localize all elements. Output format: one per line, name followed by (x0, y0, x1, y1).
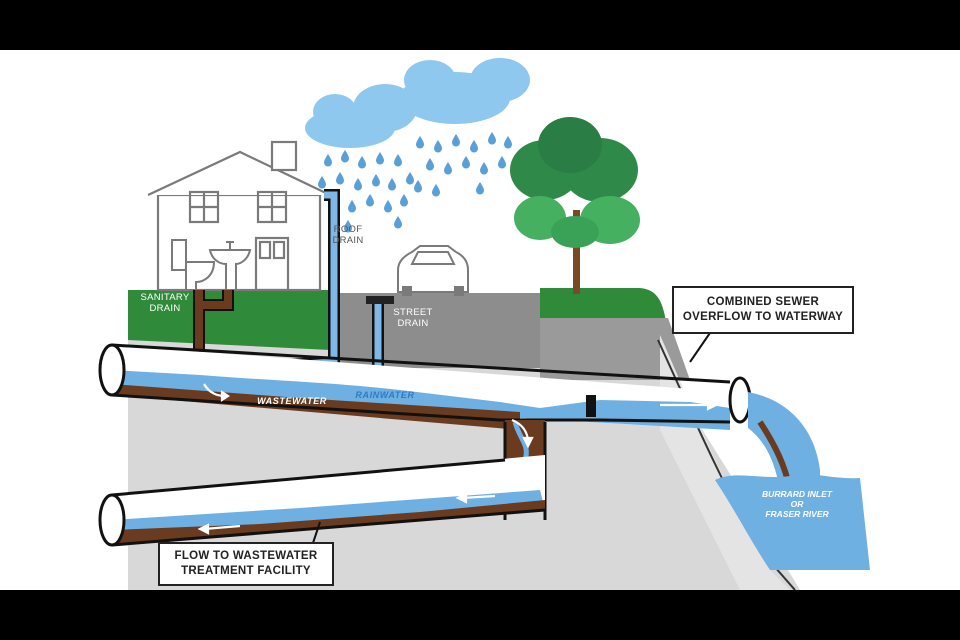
waterway-label-line1: BURRARD INLET (762, 489, 832, 499)
waterway (715, 474, 870, 570)
treatment-callout-line1: FLOW TO WASTEWATER (174, 550, 318, 563)
rainwater-label: RAINWATER (355, 390, 415, 400)
letterbox-top (0, 0, 960, 50)
house-icon (147, 140, 331, 292)
grass-left (128, 290, 330, 350)
combined-sewer-pipe (98, 343, 752, 430)
sanitary-drain-label-line1: SANITARY (140, 292, 190, 303)
treatment-facility-callout: FLOW TO WASTEWATER TREATMENT FACILITY (158, 542, 334, 586)
interceptor-pipe (98, 455, 546, 547)
overflow-callout-line2: OVERFLOW TO WATERWAY (682, 311, 844, 323)
treatment-callout-line2: TREATMENT FACILITY (181, 565, 311, 577)
roof-drain-label-line1: ROOF (333, 224, 363, 235)
waterway-label: BURRARD INLET OR FRASER RIVER (752, 489, 842, 519)
outfall-flow (748, 392, 820, 490)
sink-icon (208, 241, 252, 291)
road-surface (330, 293, 540, 368)
wastewater-label: WASTEWATER (257, 396, 327, 406)
tree-icon (510, 117, 640, 294)
street-drain-label-line1: STREET (393, 307, 433, 318)
street-drain-label: STREET DRAIN (386, 307, 440, 330)
street-drain-label-line2: DRAIN (397, 317, 429, 329)
toilet-icon (171, 239, 216, 291)
letterbox-bottom (0, 590, 960, 640)
waterway-label-line3: FRASER RIVER (765, 508, 829, 519)
sewer-diagram: ROOF DRAIN SANITARY DRAIN STREET DRAIN W… (0, 50, 960, 590)
waterway-label-line2: OR (790, 498, 804, 509)
diagram-art (98, 58, 870, 590)
callout-pointer-overflow (689, 329, 713, 363)
car-icon (397, 245, 469, 296)
flow-arrow-icon (197, 383, 719, 535)
embankment (540, 318, 690, 380)
overflow-callout-line1: COMBINED SEWER (706, 296, 820, 309)
roof-drain-label: ROOF DRAIN (326, 224, 370, 247)
combined-sewer-overflow-callout: COMBINED SEWER OVERFLOW TO WATERWAY (672, 286, 854, 334)
storm-grate-icon (366, 296, 394, 304)
roof-drain-label-line2: DRAIN (332, 234, 364, 246)
embankment-slope (660, 335, 790, 590)
sanitary-drain-label: SANITARY DRAIN (132, 292, 198, 315)
cloud-icon (305, 58, 530, 148)
sanitary-drain-label-line2: DRAIN (149, 302, 181, 314)
